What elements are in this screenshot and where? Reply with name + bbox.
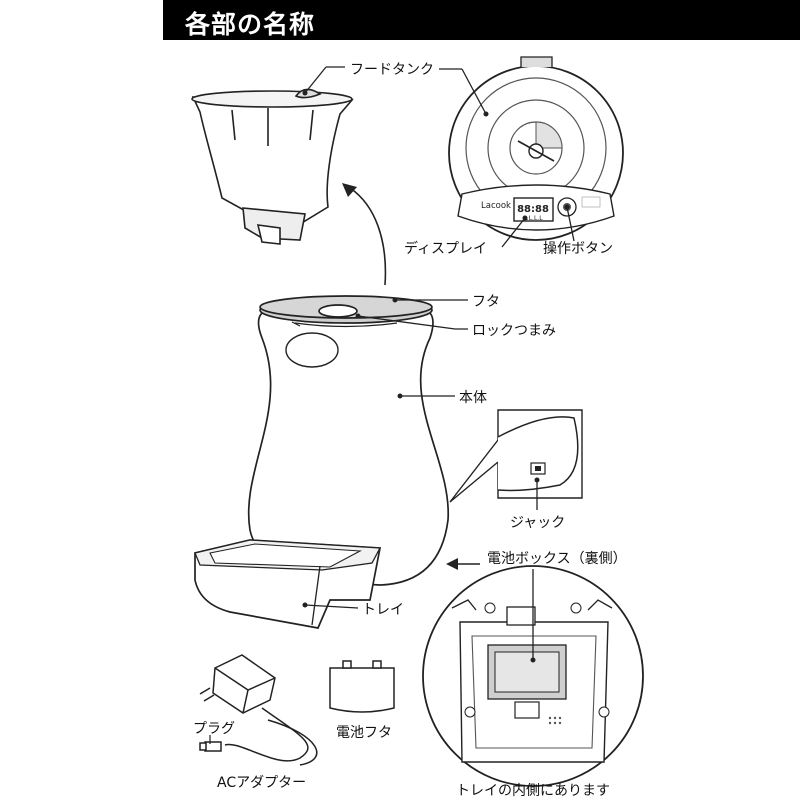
button-dot bbox=[564, 204, 570, 210]
battery-lid-illustration bbox=[329, 660, 395, 713]
label-food-tank: フードタンク bbox=[350, 62, 434, 78]
assembly-arrow bbox=[349, 187, 387, 286]
food-tank-right-dot bbox=[483, 111, 489, 117]
label-body: 本体 bbox=[459, 390, 487, 406]
food-tank-leader-right-diag bbox=[461, 68, 487, 115]
label-lid: フタ bbox=[472, 294, 500, 310]
lock-knob-leader bbox=[357, 315, 468, 330]
label-operation-button: 操作ボタン bbox=[543, 241, 613, 257]
food-tank-leader bbox=[304, 66, 327, 94]
button-leader bbox=[566, 206, 575, 242]
label-battery-lid: 電池フタ bbox=[336, 725, 392, 741]
label-tray: トレイ bbox=[362, 602, 404, 618]
battery-box-dot bbox=[530, 657, 536, 663]
label-jack: ジャック bbox=[510, 515, 566, 531]
food-tank-dot bbox=[302, 90, 308, 96]
jack-detail-box bbox=[449, 409, 583, 503]
lid-dot bbox=[392, 297, 398, 303]
display-detail-circle bbox=[448, 56, 624, 241]
label-ac-adapter: ACアダプター bbox=[217, 775, 307, 791]
page-title: 各部の名称 bbox=[185, 10, 316, 39]
display-segments: L.L.L.L bbox=[523, 215, 543, 222]
body-dot bbox=[397, 393, 403, 399]
label-lock-knob: ロックつまみ bbox=[472, 323, 556, 339]
label-plug: プラグ bbox=[193, 721, 235, 737]
food-tank-illustration bbox=[191, 88, 354, 245]
jack-dot bbox=[534, 477, 540, 483]
main-body-illustration bbox=[194, 295, 449, 629]
lock-knob-dot bbox=[355, 313, 361, 319]
display-leader bbox=[501, 217, 526, 248]
brand-text: Lacook bbox=[481, 201, 511, 211]
assembly-arrowhead bbox=[342, 183, 357, 197]
label-battery-note: トレイの内側にあります bbox=[456, 783, 610, 799]
title-bar: 各部の名称 bbox=[163, 0, 800, 40]
label-display: ディスプレイ bbox=[404, 241, 488, 257]
label-battery-box: 電池ボックス（裏側） bbox=[487, 551, 627, 567]
battery-box-detail-circle bbox=[422, 565, 644, 787]
battery-arrowhead bbox=[446, 558, 458, 570]
display-digits: 88:88 bbox=[517, 204, 549, 215]
ac-adapter-illustration bbox=[199, 654, 318, 766]
tray-dot bbox=[302, 602, 308, 608]
tray-leader bbox=[304, 604, 359, 609]
display-dot bbox=[522, 215, 528, 221]
